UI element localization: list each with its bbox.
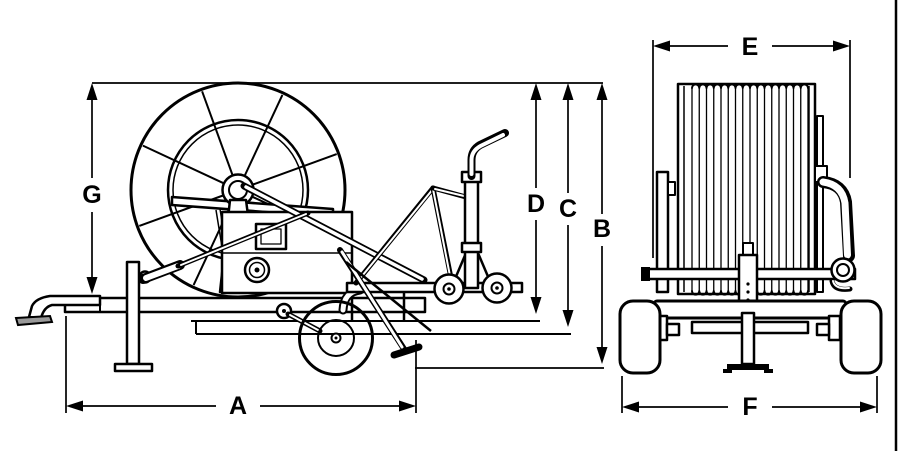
trailer-wheel-rim xyxy=(317,319,355,357)
inlet-flange xyxy=(830,257,856,283)
dim-label-e: E xyxy=(742,33,759,61)
dim-label-g: G xyxy=(82,181,101,209)
arrow-up-icon xyxy=(530,83,542,100)
front-view xyxy=(618,82,883,375)
dimension-c: C xyxy=(559,83,577,327)
dimension-g: G xyxy=(82,83,102,294)
frame-bracket xyxy=(667,181,676,196)
arrow-right-icon xyxy=(860,401,877,413)
arrow-up-icon xyxy=(596,83,608,100)
dim-label-d: D xyxy=(527,190,545,218)
dim-label-f: F xyxy=(742,393,757,421)
gun-cart xyxy=(337,129,524,359)
axle-stub-left xyxy=(665,322,681,337)
dim-label-c: C xyxy=(559,195,577,223)
arrow-down-icon xyxy=(562,310,574,327)
hitch-foot-pad xyxy=(14,314,54,327)
arrow-right-icon xyxy=(833,40,850,52)
dimensions: G D C B xyxy=(65,33,878,421)
side-view xyxy=(14,81,604,376)
stabilizer-brace xyxy=(345,261,432,332)
dim-label-b: B xyxy=(593,215,611,243)
tire-right xyxy=(839,299,883,375)
gun-riser-pipe xyxy=(463,176,480,290)
dimension-e: E xyxy=(652,33,851,258)
hose-coil-ribs xyxy=(691,88,809,291)
jack-post xyxy=(125,260,141,366)
dimension-d: D xyxy=(527,83,545,314)
frame-upright-left xyxy=(655,170,670,294)
stabilizer-foot xyxy=(390,343,423,359)
wheel-hanger-right xyxy=(827,314,842,342)
axle-stub-right xyxy=(815,322,831,337)
dimension-b: B xyxy=(593,83,611,364)
dim-label-a: A xyxy=(229,392,247,420)
riser-collar xyxy=(460,241,483,254)
trailer-wheel xyxy=(298,300,374,376)
dimension-f: F xyxy=(621,376,878,421)
arrow-left-icon xyxy=(66,400,83,412)
arrow-down-icon xyxy=(86,277,98,294)
jack-foot xyxy=(113,362,154,373)
center-jack-post xyxy=(740,311,756,366)
turbine-control-box xyxy=(220,210,354,295)
dimension-a: A xyxy=(65,316,417,420)
arrow-left-icon xyxy=(622,401,639,413)
arrow-right-icon xyxy=(399,400,416,412)
turbine-pulley-axle xyxy=(254,267,260,273)
hose-coil-scallops-top xyxy=(691,83,809,89)
arrow-down-icon xyxy=(596,347,608,364)
arrow-down-icon xyxy=(530,297,542,314)
arrow-up-icon xyxy=(562,83,574,100)
linkage-arms xyxy=(138,182,428,334)
center-jack-foot xyxy=(727,364,769,370)
tie-bar-end-nut xyxy=(641,267,650,281)
trailer-tire xyxy=(298,300,374,376)
arrow-up-icon xyxy=(86,83,98,100)
sprinkler-gun xyxy=(467,129,509,180)
drum-side-rib xyxy=(816,115,824,293)
arrow-left-icon xyxy=(653,40,670,52)
turbine-pulley-inner xyxy=(248,261,266,279)
tire-left xyxy=(618,299,662,375)
